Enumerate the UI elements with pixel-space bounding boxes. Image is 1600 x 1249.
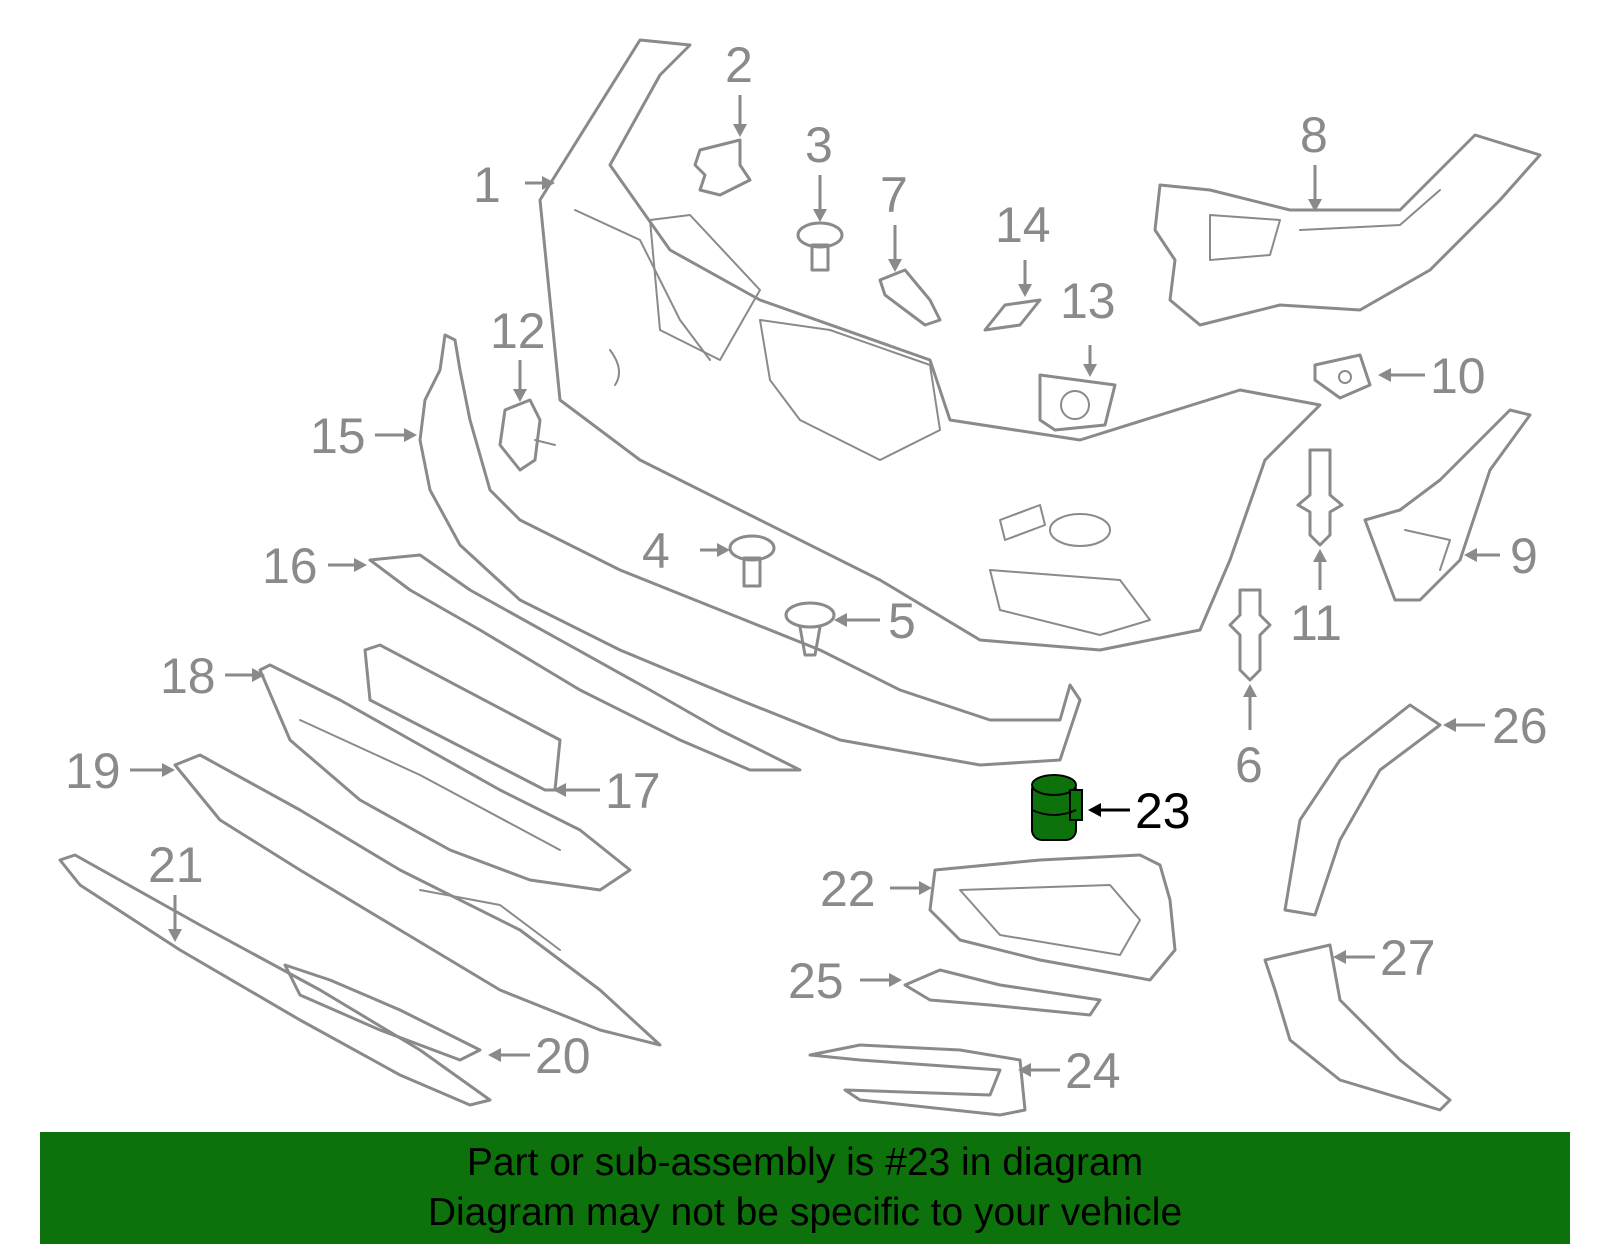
part-24-bezel xyxy=(808,1043,1027,1117)
callout-1: 1 xyxy=(473,157,501,213)
parts-diagram: 1 2 3 4 5 6 7 8 9 10 11 12 13 14 15 16 1… xyxy=(58,37,1548,1117)
part-1-bumper-cover xyxy=(538,38,1322,652)
callout-12: 12 xyxy=(490,303,546,359)
part-2-bracket xyxy=(693,138,752,197)
part-20-trim xyxy=(283,963,482,1062)
part-7-bracket xyxy=(878,268,942,327)
part-14-cap xyxy=(983,298,1042,332)
callout-22: 22 xyxy=(820,861,876,917)
callout-9: 9 xyxy=(1510,528,1538,584)
callout-26: 26 xyxy=(1492,698,1548,754)
part-27-air-duct xyxy=(1263,943,1452,1112)
callout-10: 10 xyxy=(1430,348,1486,404)
part-19-lower-grille xyxy=(173,753,662,1047)
part-11-rivet xyxy=(1296,448,1344,547)
callout-3: 3 xyxy=(805,117,833,173)
part-6-rivet xyxy=(1228,588,1272,682)
callout-arrows xyxy=(130,95,1500,1077)
part-9-side-bracket xyxy=(1363,408,1532,602)
callout-24: 24 xyxy=(1065,1043,1121,1099)
part-22-fog-housing xyxy=(928,853,1177,982)
callout-7: 7 xyxy=(880,167,908,223)
part-15-lower-panel xyxy=(418,333,1082,767)
part-3-bolt xyxy=(796,221,844,272)
part-16-strip xyxy=(368,553,802,772)
notice-banner: Part or sub-assembly is #23 in diagram D… xyxy=(40,1132,1570,1244)
part-26-arch-trim xyxy=(1283,703,1442,917)
callout-20: 20 xyxy=(535,1028,591,1084)
callout-5: 5 xyxy=(888,593,916,649)
callout-21: 21 xyxy=(148,837,204,893)
part-5-clip xyxy=(784,601,836,657)
callout-17: 17 xyxy=(605,763,661,819)
callout-2: 2 xyxy=(725,37,753,93)
notice-line-part: Part or sub-assembly is #23 in diagram xyxy=(466,1141,1144,1184)
part-12-cap xyxy=(498,398,556,472)
part-23-sensor-highlighted xyxy=(1031,774,1083,841)
part-25-trim xyxy=(903,968,1102,1017)
callout-8: 8 xyxy=(1300,107,1328,163)
callout-18: 18 xyxy=(160,648,216,704)
callout-19: 19 xyxy=(65,743,121,799)
callout-6: 6 xyxy=(1235,737,1263,793)
callout-27: 27 xyxy=(1380,930,1436,986)
callout-4: 4 xyxy=(642,523,670,579)
part-13-tow-cover xyxy=(1038,373,1117,432)
callout-15: 15 xyxy=(310,408,366,464)
callout-25: 25 xyxy=(788,953,844,1009)
part-21-trim-strip xyxy=(58,853,492,1107)
notice-line-disclaimer: Diagram may not be specific to your vehi… xyxy=(427,1191,1183,1234)
callout-23-highlighted: 23 xyxy=(1135,783,1191,839)
part-18-grille xyxy=(258,663,632,892)
callout-16: 16 xyxy=(262,538,318,594)
part-10-nut-clip xyxy=(1313,353,1372,400)
callout-14: 14 xyxy=(995,197,1051,253)
callout-labels: 1 2 3 4 5 6 7 8 9 10 11 12 13 14 15 16 1… xyxy=(65,37,1548,1099)
part-8-carrier xyxy=(1153,133,1542,327)
callout-11: 11 xyxy=(1290,595,1342,651)
callout-13: 13 xyxy=(1060,273,1116,329)
part-4-bolt xyxy=(728,534,776,588)
